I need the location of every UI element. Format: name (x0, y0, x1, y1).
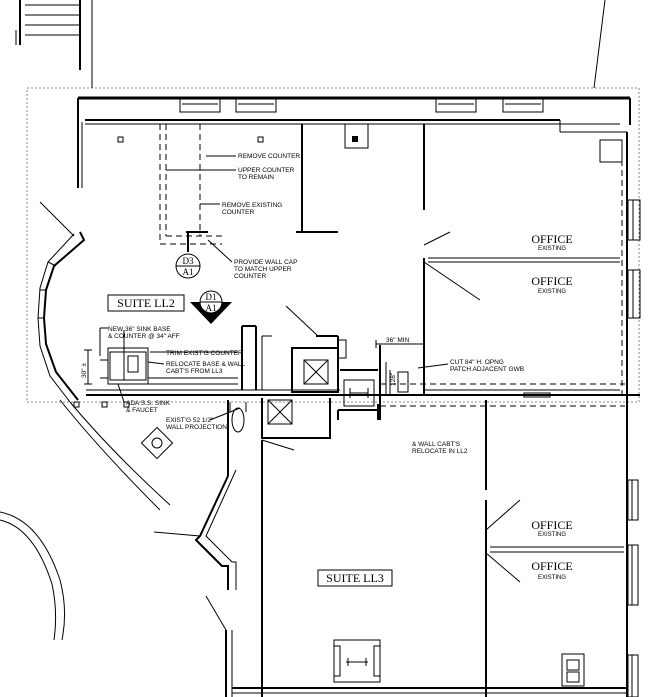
note-relocate-base-2: CABT'S FROM LL3 (166, 368, 223, 375)
note-wall-cap-2: TO MATCH UPPER (234, 266, 292, 273)
demolished-counter (159, 124, 222, 252)
note-wall-projection-2: WALL PROJECTION (166, 424, 227, 431)
north-exterior-wall (77, 96, 631, 133)
svg-text:A1: A1 (183, 267, 194, 277)
detail-tag-d3: D3 A1 (175, 253, 201, 279)
opening-cluster (337, 339, 625, 420)
note-wall-projection-1: EXIST'G 52 1/2" (166, 417, 214, 424)
door-swing (39, 201, 75, 237)
note-cut-opening-2: PATCH ADJACENT GWB (450, 366, 524, 373)
note-trim: TRIM EXIST'G COUNTER (166, 350, 243, 357)
marker (101, 401, 108, 408)
svg-text:OFFICE: OFFICE (531, 274, 572, 288)
door-swing (285, 305, 319, 337)
enlarged-area-boundary (26, 87, 640, 403)
marker (73, 401, 80, 408)
arc-fragment (0, 511, 66, 641)
svg-text:D3: D3 (183, 256, 194, 266)
shaft-lower (261, 398, 331, 439)
room-label-office-4: OFFICE EXISTING (531, 559, 572, 581)
sink-basin (140, 426, 174, 460)
east-exterior-wall (599, 132, 641, 697)
fixture-lower-right (561, 653, 585, 687)
interior-walls-lower (153, 400, 627, 697)
room-label-suite-ll2: SUITE LL2 (107, 294, 185, 312)
stair-fragment (15, 0, 93, 88)
note-upper-counter-2: TO REMAIN (238, 174, 274, 181)
shaft-upper (291, 335, 339, 393)
note-sink-base-1: NEW 36" SINK BASE (108, 326, 171, 333)
dim-36-min: 36" MIN (386, 337, 410, 344)
arc-fragment (0, 519, 57, 641)
note-sink-base-2: & COUNTER @ 34" AFF (108, 333, 180, 340)
column-enclosure (344, 124, 369, 149)
svg-text:EXISTING: EXISTING (538, 532, 566, 538)
svg-text:OFFICE: OFFICE (531, 559, 572, 573)
svg-text:EXISTING: EXISTING (538, 246, 566, 252)
note-remove-existing-1: REMOVE EXISTING (222, 202, 282, 209)
marker (123, 401, 130, 408)
svg-text:EXISTING: EXISTING (538, 289, 566, 295)
leader-lines (117, 155, 449, 421)
svg-text:SUITE LL3: SUITE LL3 (326, 571, 384, 585)
room-label-office-3: OFFICE EXISTING (531, 518, 572, 538)
note-remove-counter: REMOVE COUNTER (238, 153, 300, 160)
room-label-suite-ll3: SUITE LL3 (317, 569, 393, 587)
column-marker (117, 136, 124, 143)
note-wall-cap-3: COUNTER (234, 273, 266, 280)
column (352, 136, 358, 142)
note-relocate-ll2-2: RELOCATE IN LL2 (412, 448, 468, 455)
note-relocate-ll2-1: & WALL CABT'S (412, 441, 461, 448)
interior-walls-upper (86, 124, 640, 396)
dim-128: 128" (390, 372, 397, 386)
wall-projection (231, 407, 245, 433)
sink-counter (99, 325, 272, 390)
svg-text:D1: D1 (206, 292, 217, 302)
svg-text:OFFICE: OFFICE (531, 232, 572, 246)
note-ada-sink-2: & FAUCET (126, 407, 158, 414)
svg-text:EXISTING: EXISTING (538, 575, 566, 581)
svg-text:OFFICE: OFFICE (531, 518, 572, 532)
note-upper-counter-1: UPPER COUNTER (238, 167, 295, 174)
edge-line (593, 0, 606, 89)
note-cut-opening-1: CUT 84" H. OPNG (450, 359, 504, 366)
note-ada-sink-1: ADA S.S. SINK (126, 400, 171, 407)
bay-window (37, 231, 171, 511)
column-marker (257, 136, 264, 143)
note-relocate-base-1: RELOCATE BASE & WALL (166, 361, 245, 368)
note-wall-cap-1: PROVIDE WALL CAP (234, 259, 297, 266)
dim-30: 30" ± (81, 363, 88, 378)
stair-lower (333, 639, 381, 683)
detail-tag-d1: D1 A1 (190, 290, 232, 324)
note-remove-existing-2: COUNTER (222, 209, 254, 216)
svg-text:SUITE LL2: SUITE LL2 (117, 296, 175, 310)
room-label-office-1: OFFICE EXISTING (531, 232, 572, 252)
room-label-office-2: OFFICE EXISTING (531, 274, 572, 295)
svg-text:A1: A1 (206, 303, 217, 313)
